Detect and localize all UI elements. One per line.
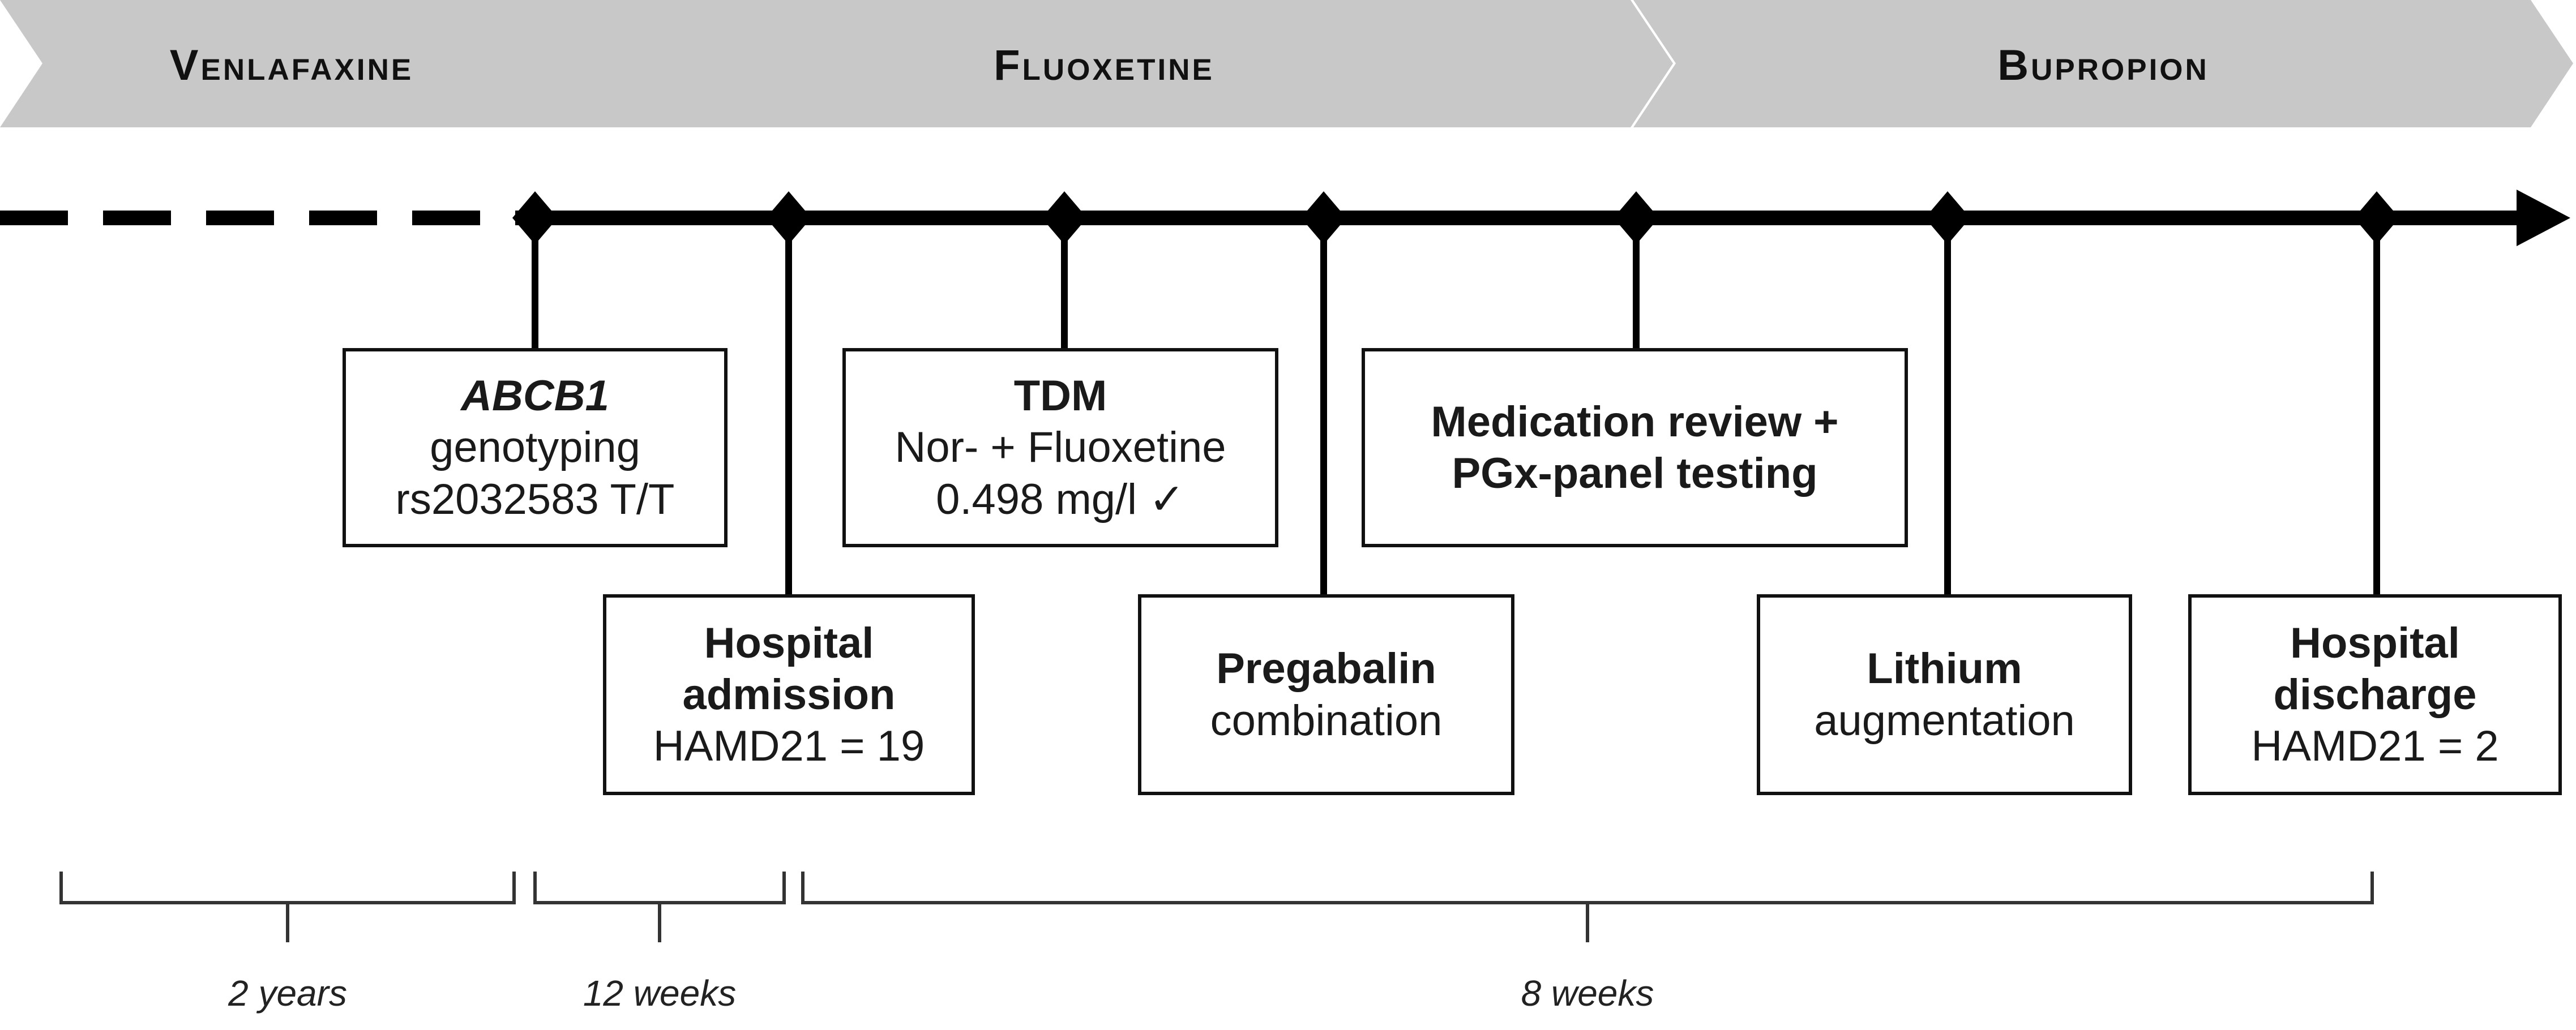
marker-lithium xyxy=(1925,191,1970,244)
phase-label-fluoxetine: Fluoxetine xyxy=(994,41,1214,89)
phase-chevron-bupropion xyxy=(1633,0,2573,127)
event-title: ABCB1 xyxy=(461,372,609,420)
event-box-lithium: Lithium augmentation xyxy=(1757,594,2132,795)
event-box-genotyping: ABCB1 genotyping rs2032583 T/T xyxy=(343,348,728,547)
bracket-8-weeks xyxy=(801,872,2374,942)
event-detail: genotyping xyxy=(430,423,640,472)
event-box-admission: Hospital admission HAMD21 = 19 xyxy=(603,594,975,795)
marker-review xyxy=(1614,191,1659,244)
marker-admission xyxy=(766,191,811,244)
duration-label-8-weeks: 8 weeks xyxy=(1521,973,1654,1014)
event-box-tdm: TDM Nor- + Fluoxetine 0.498 mg/l ✓ xyxy=(842,348,1278,547)
bracket-12-weeks xyxy=(533,872,786,942)
event-title: PGx-panel testing xyxy=(1452,449,1818,497)
phase-label-venlafaxine: Venlafaxine xyxy=(169,41,414,89)
event-detail: augmentation xyxy=(1814,696,2075,745)
marker-discharge xyxy=(2354,191,2399,244)
marker-tdm xyxy=(1042,191,1087,244)
event-box-pregabalin: Pregabalin combination xyxy=(1138,594,1514,795)
event-detail: combination xyxy=(1210,696,1443,745)
event-detail: Nor- + Fluoxetine xyxy=(895,423,1226,472)
event-title: Hospital xyxy=(2290,619,2460,667)
phase-label-bupropion: Bupropion xyxy=(1997,41,2209,89)
event-box-review: Medication review + PGx-panel testing xyxy=(1362,348,1908,547)
event-title: TDM xyxy=(1013,372,1107,420)
event-title: Hospital xyxy=(704,619,874,667)
bracket-2-years xyxy=(59,872,516,942)
duration-label-2-years: 2 years xyxy=(228,973,347,1014)
event-title: Lithium xyxy=(1867,645,2022,693)
event-detail: rs2032583 T/T xyxy=(395,475,675,523)
duration-label-12-weeks: 12 weeks xyxy=(583,973,737,1014)
timeline-arrowhead xyxy=(2517,190,2570,246)
event-detail: 0.498 mg/l ✓ xyxy=(936,475,1185,523)
phase-chevron-fluoxetine xyxy=(535,0,1673,127)
event-detail: HAMD21 = 19 xyxy=(653,722,925,771)
marker-genotyping xyxy=(512,191,558,244)
event-title: admission xyxy=(682,670,896,719)
event-title: discharge xyxy=(2273,670,2477,719)
event-title: Medication review + xyxy=(1431,397,1839,446)
event-title: Pregabalin xyxy=(1216,645,1436,693)
phase-chevron-venlafaxine xyxy=(0,0,583,127)
event-box-discharge: Hospital discharge HAMD21 = 2 xyxy=(2188,594,2562,795)
marker-pregabalin xyxy=(1301,191,1346,244)
event-detail: HAMD21 = 2 xyxy=(2251,722,2499,771)
